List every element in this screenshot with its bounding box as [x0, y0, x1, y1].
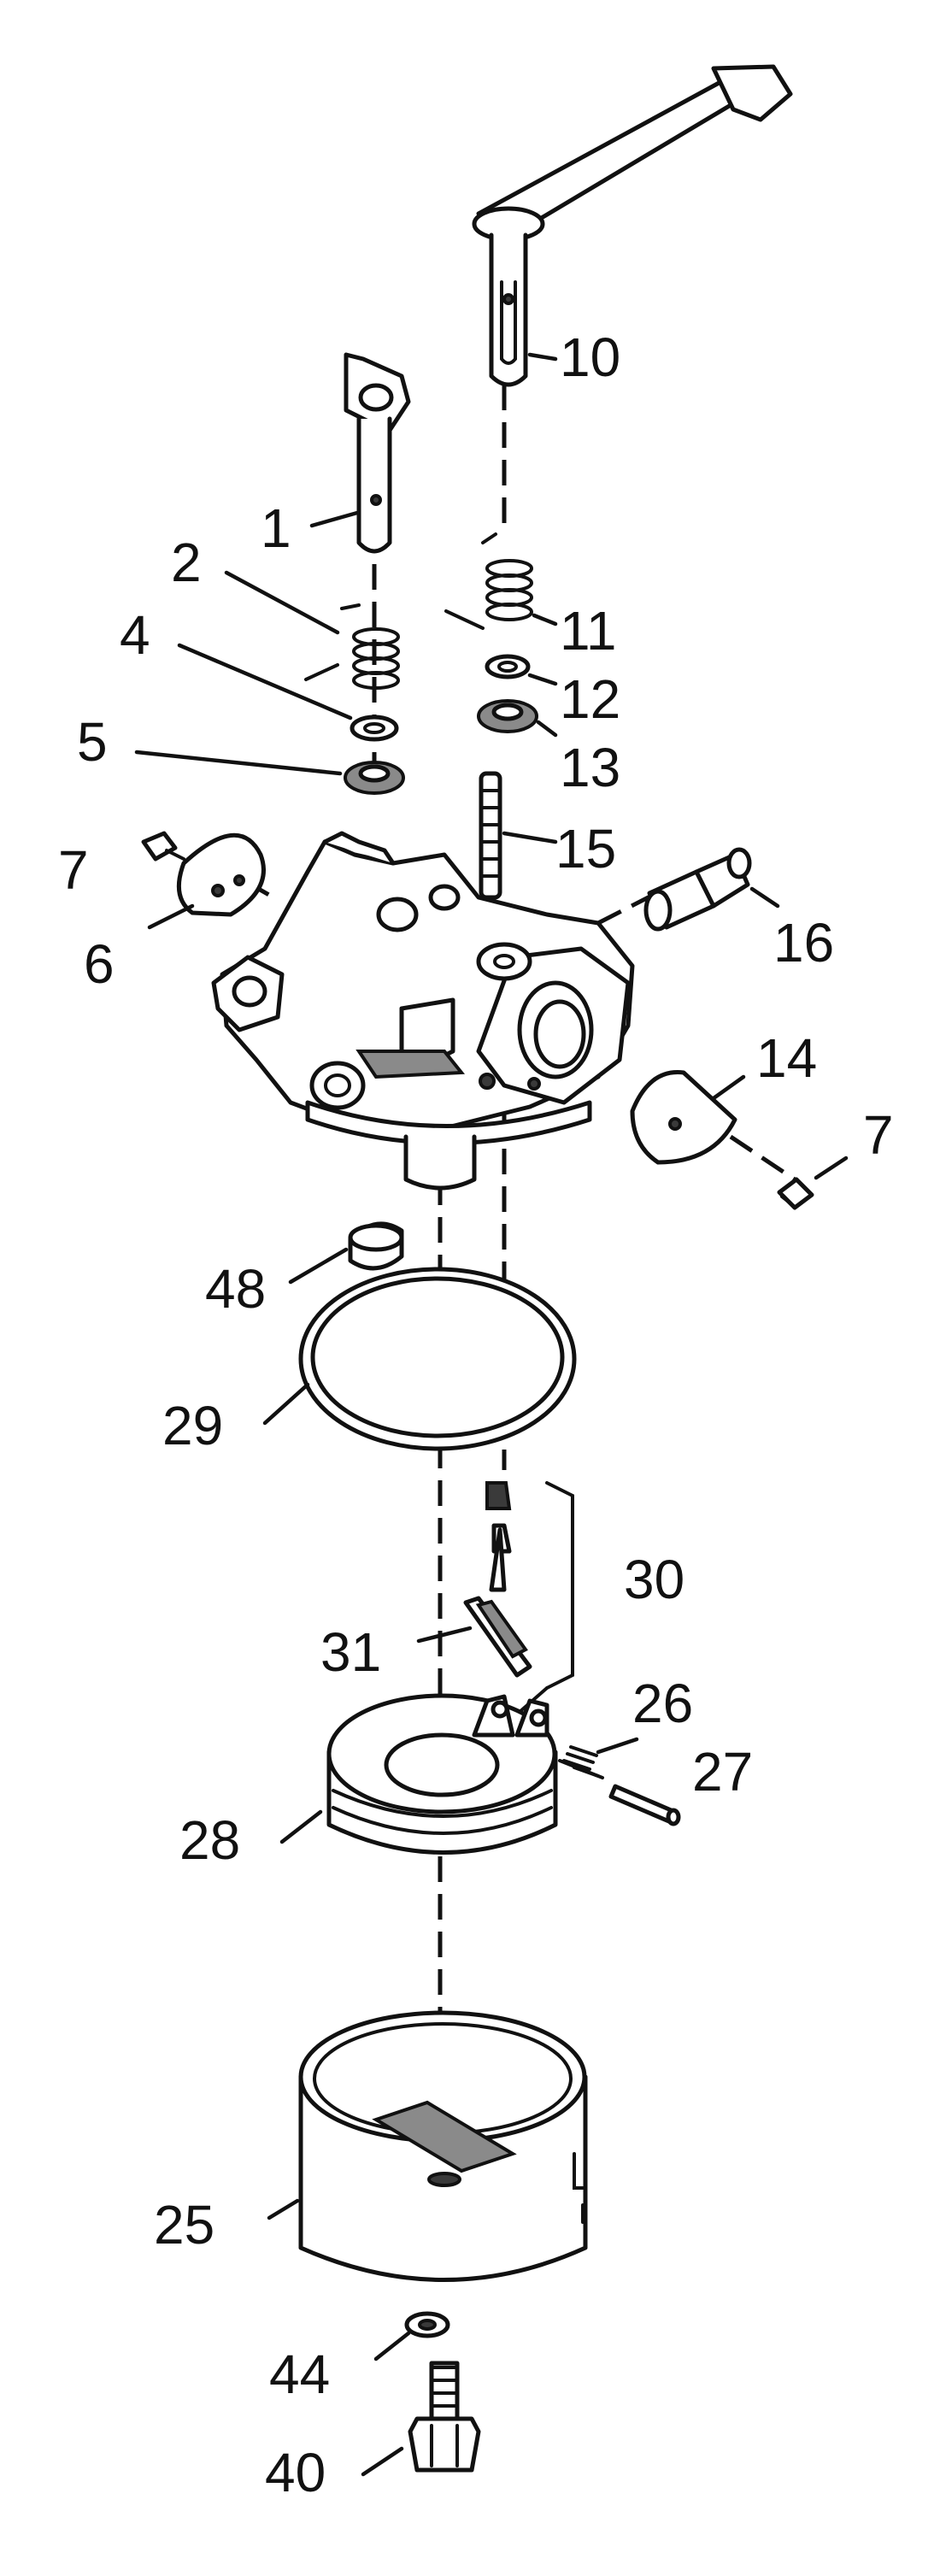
callout-1: 1 [261, 497, 291, 559]
part-7-screw-right [777, 1177, 814, 1210]
callout-40: 40 [265, 2442, 326, 2503]
part-25-float-bowl [298, 2010, 588, 2282]
callout-31: 31 [320, 1621, 381, 1683]
part-29-gasket-ring [298, 1267, 577, 1451]
callout-29: 29 [162, 1395, 223, 1456]
callout-44: 44 [269, 2344, 330, 2405]
part-6-throttle-plate [176, 832, 266, 917]
part-12-washer [485, 654, 531, 679]
callout-15: 15 [555, 818, 616, 879]
callout-14: 14 [756, 1027, 817, 1089]
leader-lines [134, 352, 849, 2477]
callout-27: 27 [692, 1741, 753, 1803]
callout-12: 12 [560, 668, 620, 730]
part-26-spring [558, 1745, 604, 1779]
carburetor-body [211, 831, 635, 1191]
part-27-pin [608, 1784, 681, 1826]
callout-6: 6 [84, 933, 115, 995]
part-2-spring [304, 603, 400, 690]
callout-labels: 1 2 4 5 6 7 10 11 12 13 15 16 14 7 48 29… [58, 326, 894, 2503]
callout-5: 5 [77, 711, 108, 773]
callout-48: 48 [205, 1258, 266, 1320]
part-15-idle-spring [479, 771, 502, 900]
part-10-choke-shaft [472, 64, 793, 387]
callout-13: 13 [560, 737, 620, 798]
part-28-float [326, 1693, 558, 1855]
part-13-seal [477, 699, 538, 733]
callout-26: 26 [632, 1673, 693, 1734]
callout-4: 4 [120, 604, 150, 666]
callout-10: 10 [560, 326, 620, 388]
callout-25: 25 [154, 2194, 214, 2255]
part-30-needle-seat [485, 1481, 574, 1720]
callout-11: 11 [560, 600, 616, 662]
callout-16: 16 [773, 912, 834, 973]
callout-7-left: 7 [58, 839, 89, 901]
callout-30: 30 [624, 1549, 684, 1610]
part-44-washer [404, 2311, 450, 2338]
callout-2: 2 [171, 532, 202, 593]
part-16-fuel-inlet [643, 847, 752, 932]
part-14-choke-plate [630, 1070, 737, 1165]
part-7-screw-left [141, 831, 185, 862]
part-31-hinge-clip [463, 1596, 532, 1678]
part-1-throttle-shaft [344, 352, 411, 554]
part-48-plug [348, 1221, 404, 1271]
part-11-spring [444, 532, 533, 630]
part-5-seal [344, 761, 405, 795]
callout-28: 28 [179, 1809, 240, 1871]
part-4-washer [350, 715, 399, 742]
part-40-bowl-screw [408, 2361, 481, 2473]
callout-7-right: 7 [863, 1104, 894, 1166]
